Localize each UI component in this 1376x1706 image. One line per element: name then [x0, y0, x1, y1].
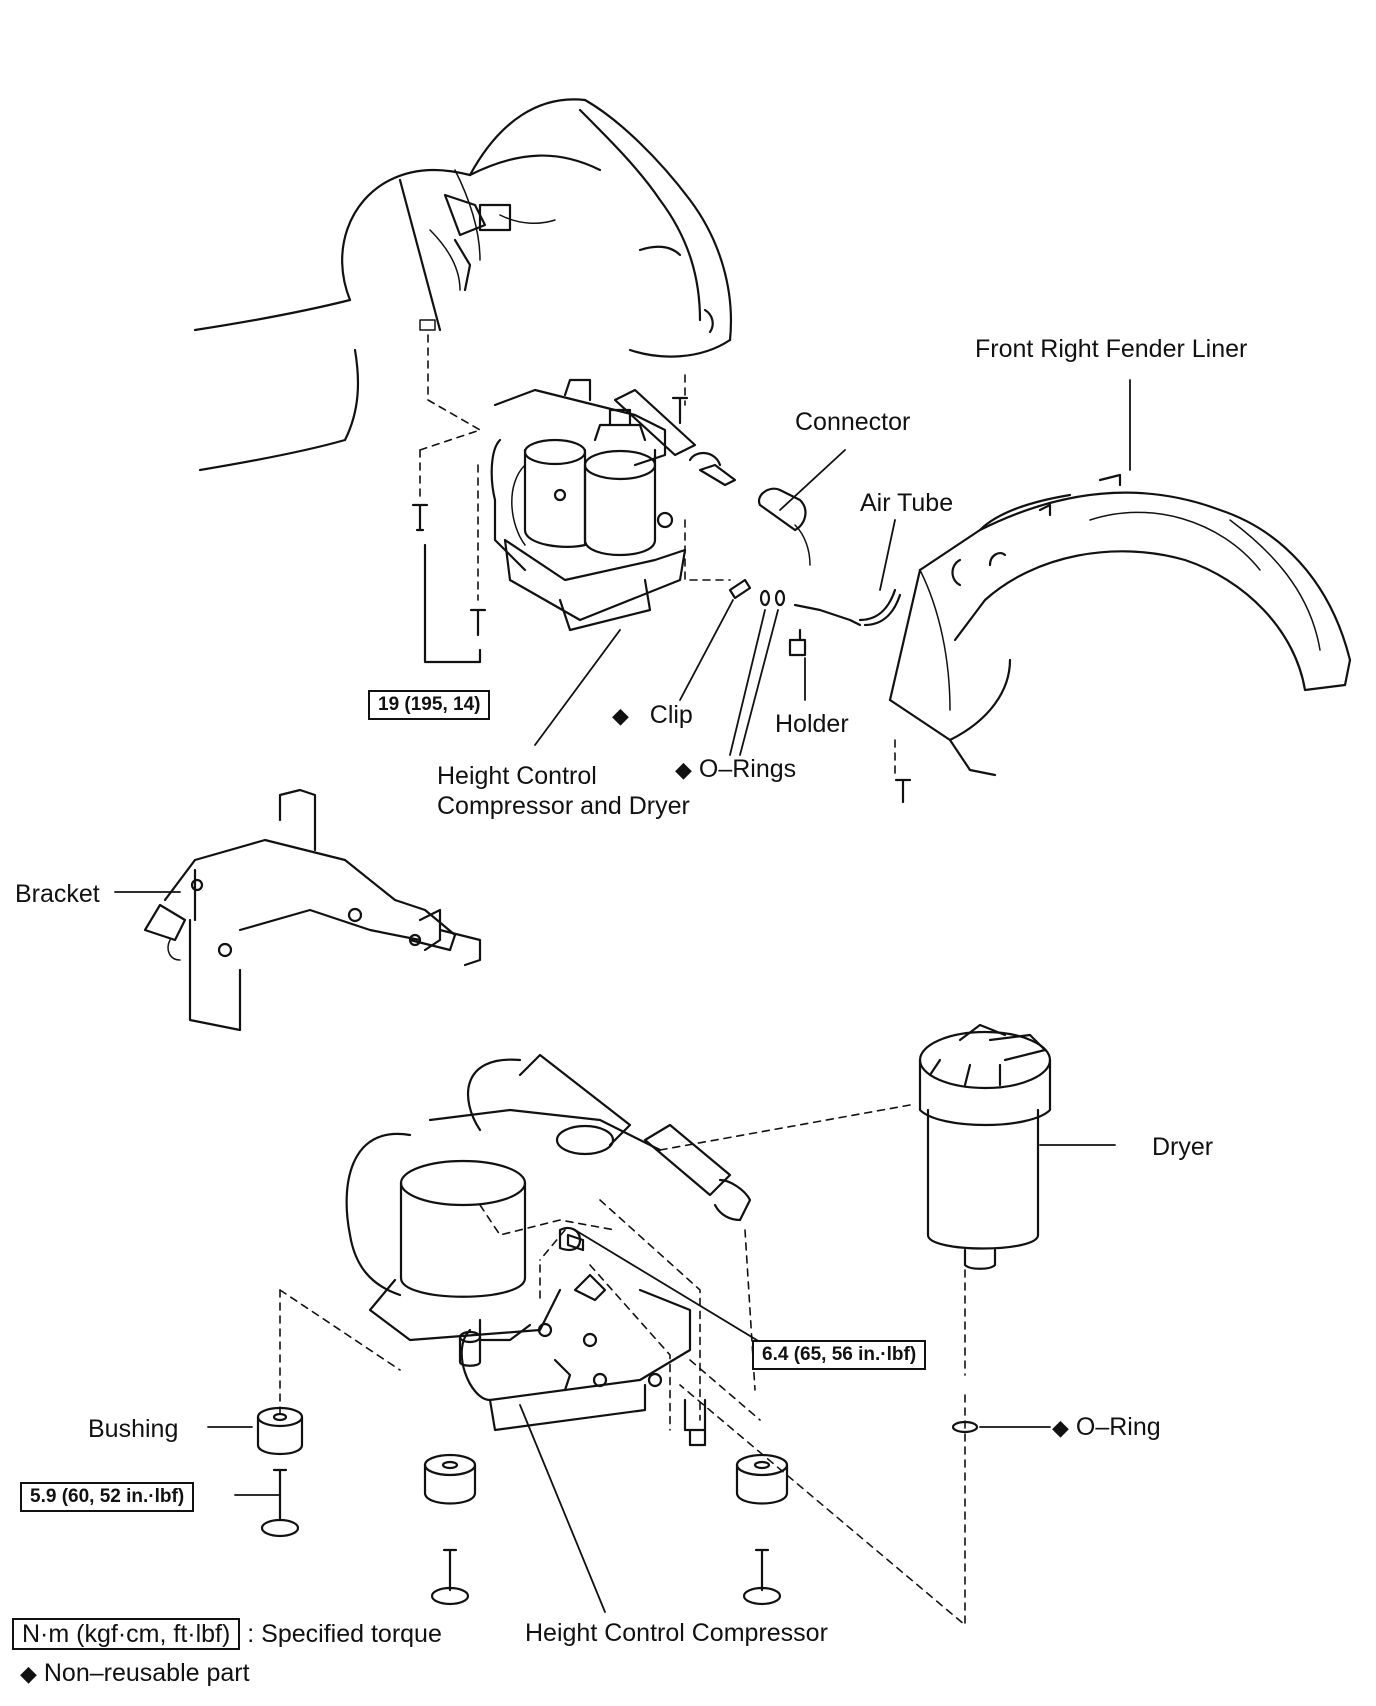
legend-unit-box: N·m (kgf·cm, ft·lbf)	[12, 1618, 241, 1650]
label-o-rings-text: O–Rings	[698, 755, 797, 783]
non-reusable-icon: ◆	[675, 757, 692, 782]
vehicle-body	[193, 98, 733, 472]
label-fender-liner: Front Right Fender Liner	[975, 335, 1248, 363]
legend-unit-desc: : Specified torque	[247, 1620, 442, 1648]
compressor-part	[345, 1053, 752, 1447]
label-connector: Connector	[795, 408, 911, 436]
compressor-dryer-assembly	[490, 378, 811, 632]
torque-spec-box: 6.4 (65, 56 in.·lbf)	[752, 1340, 927, 1370]
label-clip-text: Clip	[649, 701, 693, 729]
leader-lines-bottom	[207, 1229, 1051, 1613]
clip-orings-holder	[728, 578, 902, 657]
legend-nonreusable: ◆ Non–reusable part	[20, 1659, 250, 1688]
bolt	[411, 396, 912, 804]
legend-nonreusable-text: Non–reusable part	[43, 1659, 250, 1687]
bushing	[735, 1453, 789, 1505]
o-ring-part	[951, 1420, 979, 1434]
leader-lines	[534, 379, 1131, 756]
label-compressor-dryer-line2: Compressor and Dryer	[437, 792, 690, 820]
label-holder: Holder	[775, 710, 849, 738]
label-bracket: Bracket	[15, 880, 100, 908]
label-o-ring-text: O–Ring	[1075, 1413, 1161, 1441]
torque-spec-box: 5.9 (60, 52 in.·lbf)	[20, 1482, 195, 1512]
dryer-part	[918, 1023, 1052, 1270]
bolt	[260, 1233, 782, 1606]
non-reusable-icon: ◆	[1052, 1415, 1069, 1440]
fender-liner	[888, 473, 1352, 777]
bushing	[423, 1453, 477, 1505]
label-clip: ◆ Clip	[612, 701, 693, 730]
label-dryer: Dryer	[1152, 1133, 1214, 1161]
label-compressor-dryer-line1: Height Control	[437, 762, 597, 790]
legend-torque: N·m (kgf·cm, ft·lbf) : Specified torque	[12, 1618, 442, 1650]
label-bushing: Bushing	[88, 1415, 179, 1443]
label-o-rings: ◆ O–Rings	[675, 755, 796, 784]
label-air-tube: Air Tube	[860, 489, 954, 517]
alignment-lines	[419, 334, 896, 776]
bolt-leader	[423, 543, 482, 664]
label-o-ring: ◆ O–Ring	[1052, 1413, 1161, 1442]
bracket-part	[143, 788, 482, 1032]
non-reusable-icon: ◆	[612, 703, 629, 728]
bushing	[256, 1406, 304, 1455]
torque-spec-box: 19 (195, 14)	[368, 690, 491, 720]
label-compressor: Height Control Compressor	[525, 1619, 828, 1647]
non-reusable-icon: ◆	[20, 1661, 37, 1686]
